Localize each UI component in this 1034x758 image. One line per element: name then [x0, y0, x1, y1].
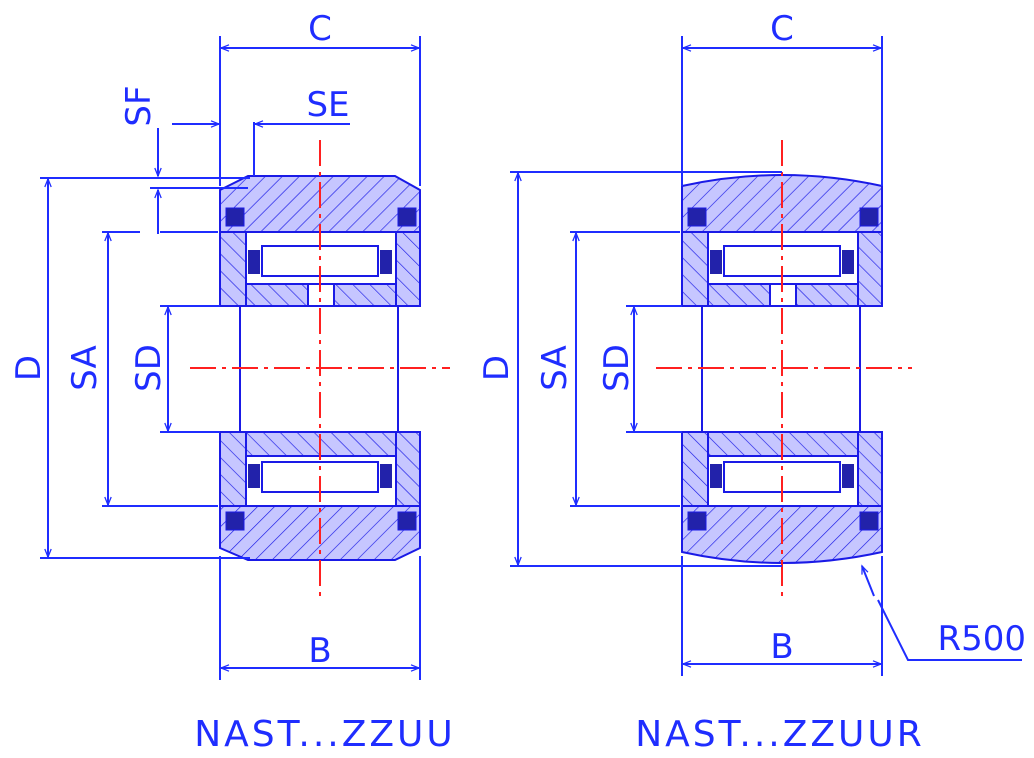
side-plate-left-top	[219, 231, 247, 307]
side-plate-right-top	[395, 231, 421, 307]
bearing-title-zzuu: NAST...ZZUU	[194, 714, 455, 755]
dim-label-se: SE	[306, 85, 349, 125]
dim-label-b: B	[770, 627, 793, 667]
seal-right-bottom	[859, 511, 879, 531]
side-plate-right-bottom	[857, 431, 883, 507]
side-plate-left-top	[681, 231, 709, 307]
side-plate-right-bottom	[395, 431, 421, 507]
cage-left-top	[710, 250, 722, 274]
bearing-zzuu: C B D SA SD SF SE NAST...ZZUU	[9, 9, 455, 755]
cage-left-bottom	[248, 464, 260, 488]
seal-left-bottom	[687, 511, 707, 531]
seal-left-top	[687, 207, 707, 227]
dim-label-d: D	[477, 355, 517, 381]
seal-right-top	[397, 207, 417, 227]
radius-label: R500	[937, 619, 1026, 659]
dim-label-c: C	[770, 9, 794, 49]
seal-right-top	[859, 207, 879, 227]
dim-label-c: C	[308, 9, 332, 49]
seal-right-bottom	[397, 511, 417, 531]
dim-label-sd: SD	[129, 344, 169, 392]
dim-label-sd: SD	[597, 344, 637, 392]
side-plate-right-top	[857, 231, 883, 307]
cage-right-top	[380, 250, 392, 274]
cage-right-bottom	[380, 464, 392, 488]
cage-left-bottom	[710, 464, 722, 488]
cage-left-top	[248, 250, 260, 274]
dim-label-sa: SA	[535, 345, 575, 390]
dim-label-sa: SA	[65, 345, 105, 390]
cage-right-bottom	[842, 464, 854, 488]
radius-leader	[877, 599, 1022, 661]
side-plate-left-bottom	[681, 431, 709, 507]
cage-right-top	[842, 250, 854, 274]
bearing-title-zzuur: NAST...ZZUUR	[635, 714, 925, 755]
dim-label-sf: SF	[119, 85, 159, 126]
side-plate-left-bottom	[219, 431, 247, 507]
seal-left-bottom	[225, 511, 245, 531]
bearing-zzuur: C B D SA SD R500 NAST...ZZUUR	[477, 9, 1026, 755]
radius-arrow	[861, 564, 875, 597]
dim-label-d: D	[9, 355, 49, 381]
dim-label-b: B	[308, 631, 331, 671]
seal-left-top	[225, 207, 245, 227]
